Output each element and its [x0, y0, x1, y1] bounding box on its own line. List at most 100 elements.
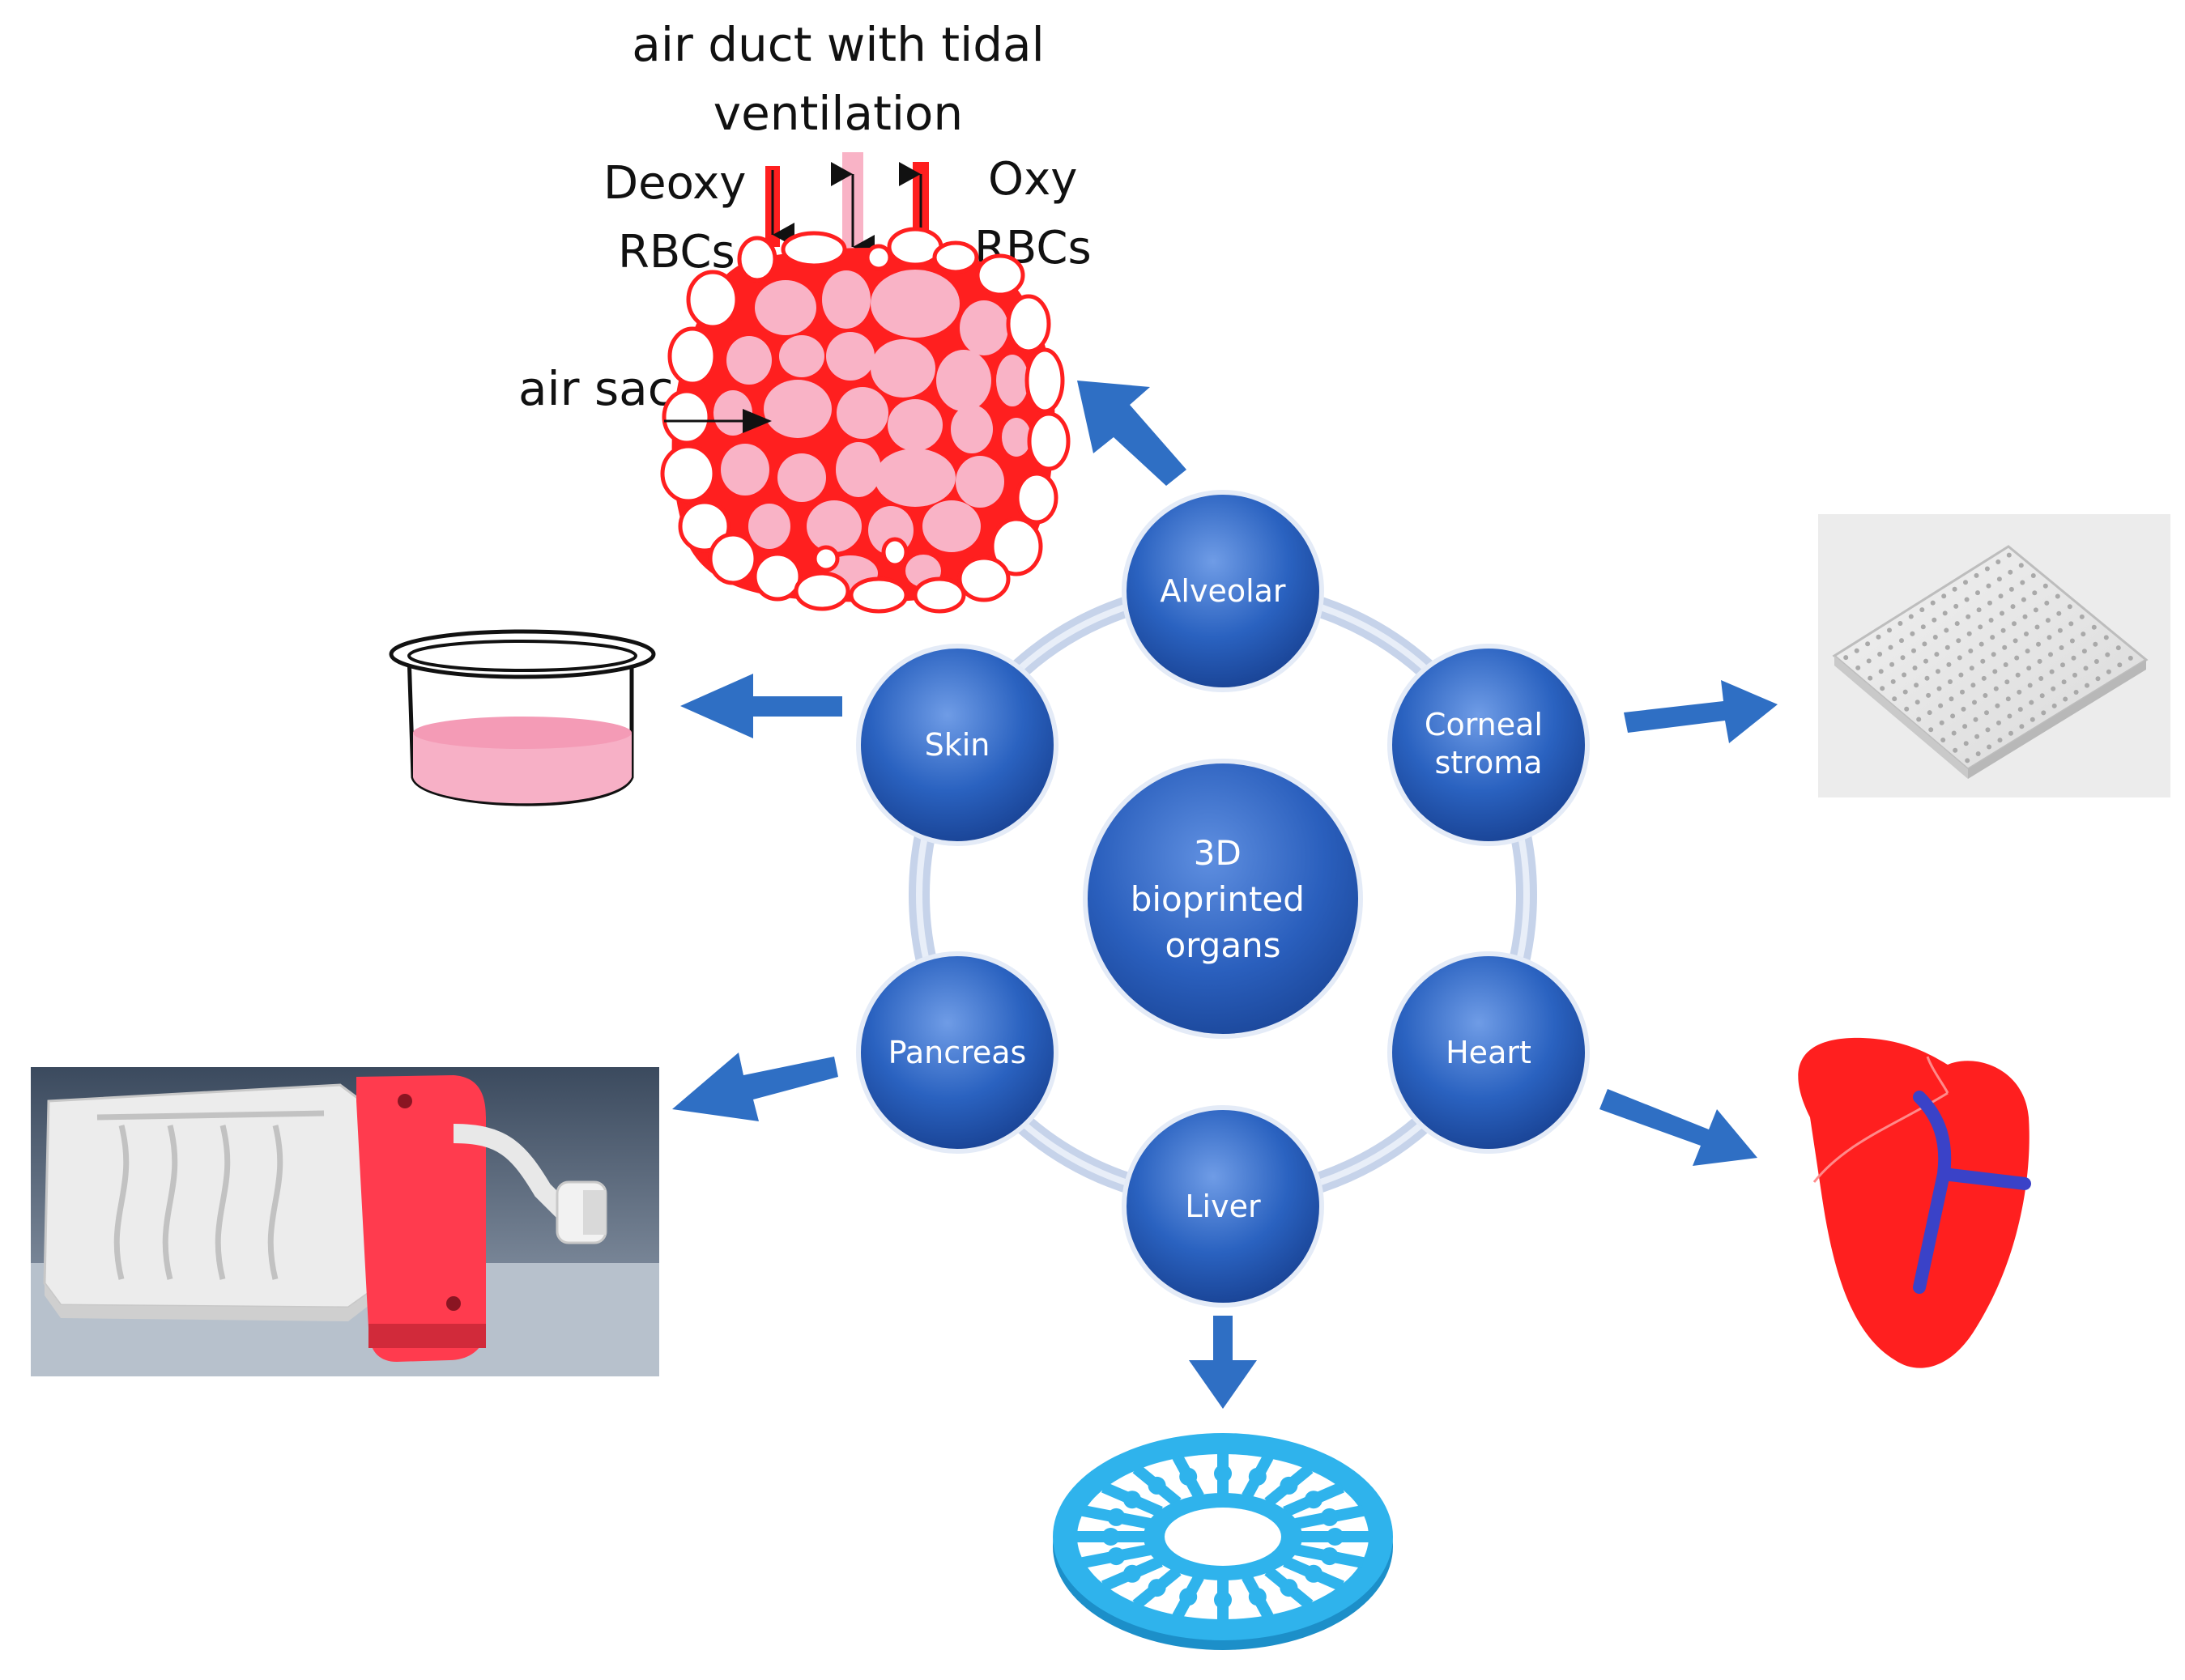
scaffold-spoke-node — [1101, 1528, 1120, 1546]
scaffold-pore — [1953, 747, 1958, 753]
scaffold-pore — [1985, 727, 1991, 733]
scaffold-pore — [1926, 692, 1932, 698]
scaffold-pore — [1912, 666, 1918, 670]
scaffold-pore — [2045, 618, 2051, 623]
alveoli-edge-cells — [660, 227, 1071, 614]
arrow-skin — [680, 674, 842, 738]
scaffold-pore — [2041, 710, 2047, 716]
scaffold-pore — [2085, 683, 2089, 688]
scaffold-pore — [2051, 686, 2056, 691]
scaffold-pore — [1960, 689, 1965, 695]
scaffold-pore — [1973, 717, 1978, 722]
scaffold-spoke-node — [1148, 1579, 1166, 1597]
scaffold-pore — [2057, 627, 2063, 633]
scaffold-pore — [1911, 648, 1916, 653]
scaffold-pore — [2069, 638, 2075, 644]
scaffold-pore — [2079, 614, 2085, 619]
oxy-label-1: Oxy — [988, 153, 1077, 206]
scaffold-pore — [1998, 593, 2004, 599]
scaffold-pore — [1880, 686, 1885, 691]
scaffold-pore — [2005, 696, 2011, 702]
scaffold-spoke-node — [1214, 1591, 1232, 1609]
scaffold-pore — [2061, 679, 2067, 685]
scaffold-pore — [2056, 610, 2062, 616]
heart-illustration — [1798, 1037, 2031, 1368]
arrow-pancreas — [672, 1053, 838, 1121]
scaffold-pore — [1975, 590, 1980, 596]
scaffold-pore — [2083, 666, 2089, 671]
scaffold-pore — [1978, 641, 1984, 647]
arrow-liver — [1189, 1316, 1257, 1409]
scaffold-pore — [2022, 614, 2028, 619]
scaffold-pore — [1940, 738, 1946, 742]
center-line-2: bioprinted — [1131, 879, 1305, 919]
scaffold-spoke-node — [1107, 1547, 1126, 1566]
scaffold-spoke-node — [1280, 1476, 1298, 1495]
scaffold-pore — [1854, 648, 1859, 653]
outward-arrows — [672, 381, 1778, 1409]
scaffold-pore — [1975, 751, 1981, 756]
dish-rim-inner — [407, 640, 637, 672]
scaffold-spoke-node — [1280, 1579, 1298, 1597]
scaffold-pore — [2117, 662, 2123, 668]
scaffold-pore — [1993, 686, 1999, 691]
scaffold-pore — [2030, 717, 2035, 722]
scaffold-pore — [2029, 700, 2034, 705]
red-block — [356, 1075, 486, 1362]
scaffold-spoke-node — [1248, 1467, 1267, 1486]
scaffold-pore — [1855, 665, 1861, 670]
arrow-alveolar — [1077, 381, 1186, 486]
scaffold-spoke-node — [1305, 1491, 1322, 1509]
scaffold-pore — [2020, 580, 2025, 585]
scaffold-pore — [1928, 727, 1934, 733]
scaffold-pore — [2049, 669, 2055, 674]
scaffold-pore — [2047, 635, 2052, 640]
scaffold-pore — [2026, 666, 2032, 671]
air-sac-label: air sac — [518, 361, 674, 416]
scaffold-pore — [2063, 696, 2068, 702]
scaffold-pore — [2000, 610, 2004, 616]
scaffold-pore — [2030, 573, 2036, 578]
center-line-3: organs — [1165, 925, 1280, 965]
scaffold-pore — [2008, 730, 2013, 736]
pancreas-device-photo — [31, 1067, 659, 1376]
connector-port-ring — [583, 1190, 606, 1235]
scaffold-pore — [1877, 652, 1883, 657]
scaffold-pore — [1964, 597, 1970, 602]
scaffold-pore — [1949, 696, 1954, 702]
scaffold-pore — [2044, 600, 2050, 606]
scaffold-pore — [2032, 590, 2038, 596]
scaffold-pore — [1996, 576, 2002, 582]
node-pancreas: Pancreas — [856, 951, 1058, 1154]
scaffold-pore — [1992, 669, 1998, 674]
node-corneal-circle — [1387, 644, 1590, 846]
node-corneal-line-2: stroma — [1434, 745, 1542, 780]
scaffold-pore — [1936, 669, 1940, 674]
scaffold-spoke-node — [1107, 1508, 1126, 1526]
scaffold-pore — [1966, 631, 1972, 636]
node-pancreas-label: Pancreas — [888, 1035, 1027, 1070]
scaffold-pore — [2025, 649, 2030, 654]
node-heart-label: Heart — [1446, 1035, 1531, 1070]
scaffold-pore — [1916, 717, 1922, 722]
scaffold-pore — [2048, 652, 2053, 657]
scaffold-pore — [2021, 597, 2026, 602]
scaffold-spoke-node — [1123, 1491, 1141, 1509]
corneal-scaffold-edge-2 — [1968, 660, 2146, 779]
center-line-1: 3D — [1194, 833, 1242, 873]
scaffold-pore — [1920, 624, 1926, 630]
scaffold-pore — [2033, 607, 2038, 613]
scaffold-pore — [1914, 683, 1919, 688]
scaffold-pore — [1962, 724, 1968, 729]
scaffold-pore — [2038, 676, 2044, 681]
scaffold-pore — [2027, 683, 2033, 688]
scaffold-pore — [1919, 607, 1925, 613]
scaffold-pore — [1954, 621, 1960, 627]
scaffold-pore — [1965, 758, 1970, 763]
scaffold-pore — [1984, 566, 1990, 572]
scaffold-pore — [2019, 724, 2025, 729]
scaffold-pore — [1924, 675, 1930, 681]
scaffold-spoke-node — [1179, 1467, 1198, 1486]
scaffold-pore — [2068, 621, 2074, 627]
scaffold-pore — [2072, 672, 2077, 678]
